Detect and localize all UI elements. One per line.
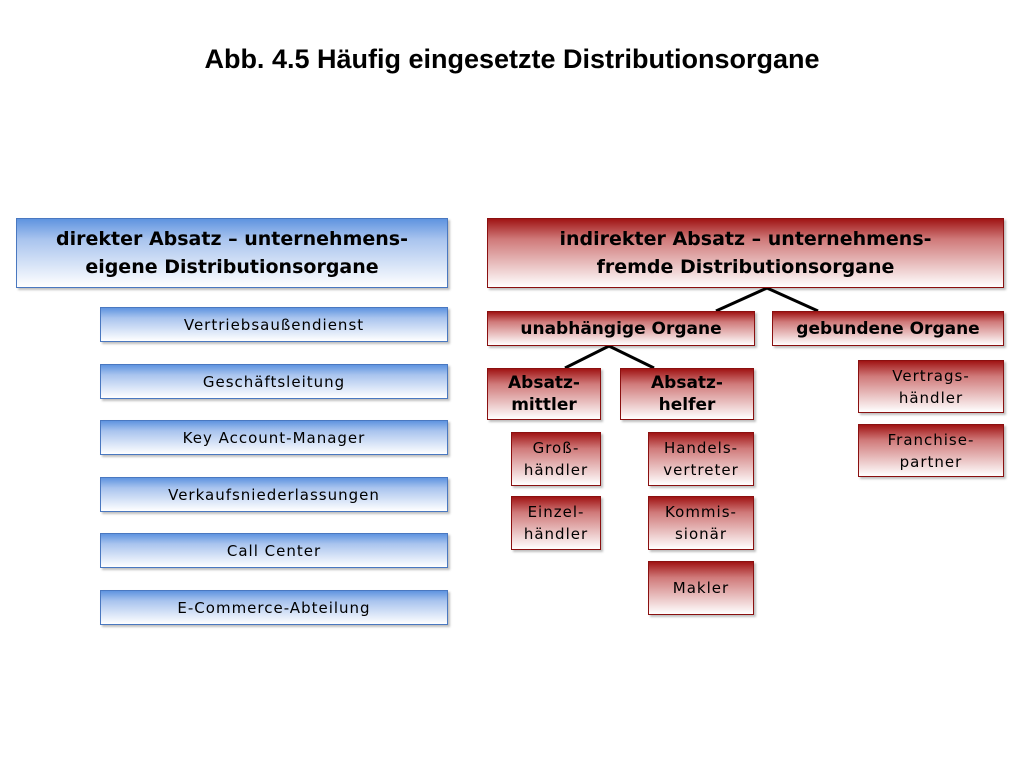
sales-agent: Handels- vertreter [648, 432, 754, 486]
direct-sales-header: direkter Absatz – unternehmens- eigene D… [16, 218, 448, 288]
independent-organs: unabhängige Organe [487, 311, 755, 346]
direct-item-ecommerce: E-Commerce-Abteilung [100, 590, 448, 625]
broker: Makler [648, 561, 754, 615]
retailer: Einzel- händler [511, 496, 601, 550]
figure-title: Abb. 4.5 Häufig eingesetzte Distribution… [204, 44, 820, 74]
direct-item-field-sales: Vertriebsaußendienst [100, 307, 448, 342]
direct-item-management: Geschäftsleitung [100, 364, 448, 399]
direct-item-branches: Verkaufsniederlassungen [100, 477, 448, 512]
direct-item-key-account: Key Account-Manager [100, 420, 448, 455]
wholesaler: Groß- händler [511, 432, 601, 486]
commission-agent: Kommis- sionär [648, 496, 754, 550]
sales-helpers: Absatz- helfer [620, 368, 754, 420]
indirect-sales-header: indirekter Absatz – unternehmens- fremde… [487, 218, 1004, 288]
contract-dealer: Vertrags- händler [858, 360, 1004, 413]
sales-intermediaries: Absatz- mittler [487, 368, 601, 420]
direct-item-call-center: Call Center [100, 533, 448, 568]
bound-organs: gebundene Organe [772, 311, 1004, 346]
franchise-partner: Franchise- partner [858, 424, 1004, 477]
